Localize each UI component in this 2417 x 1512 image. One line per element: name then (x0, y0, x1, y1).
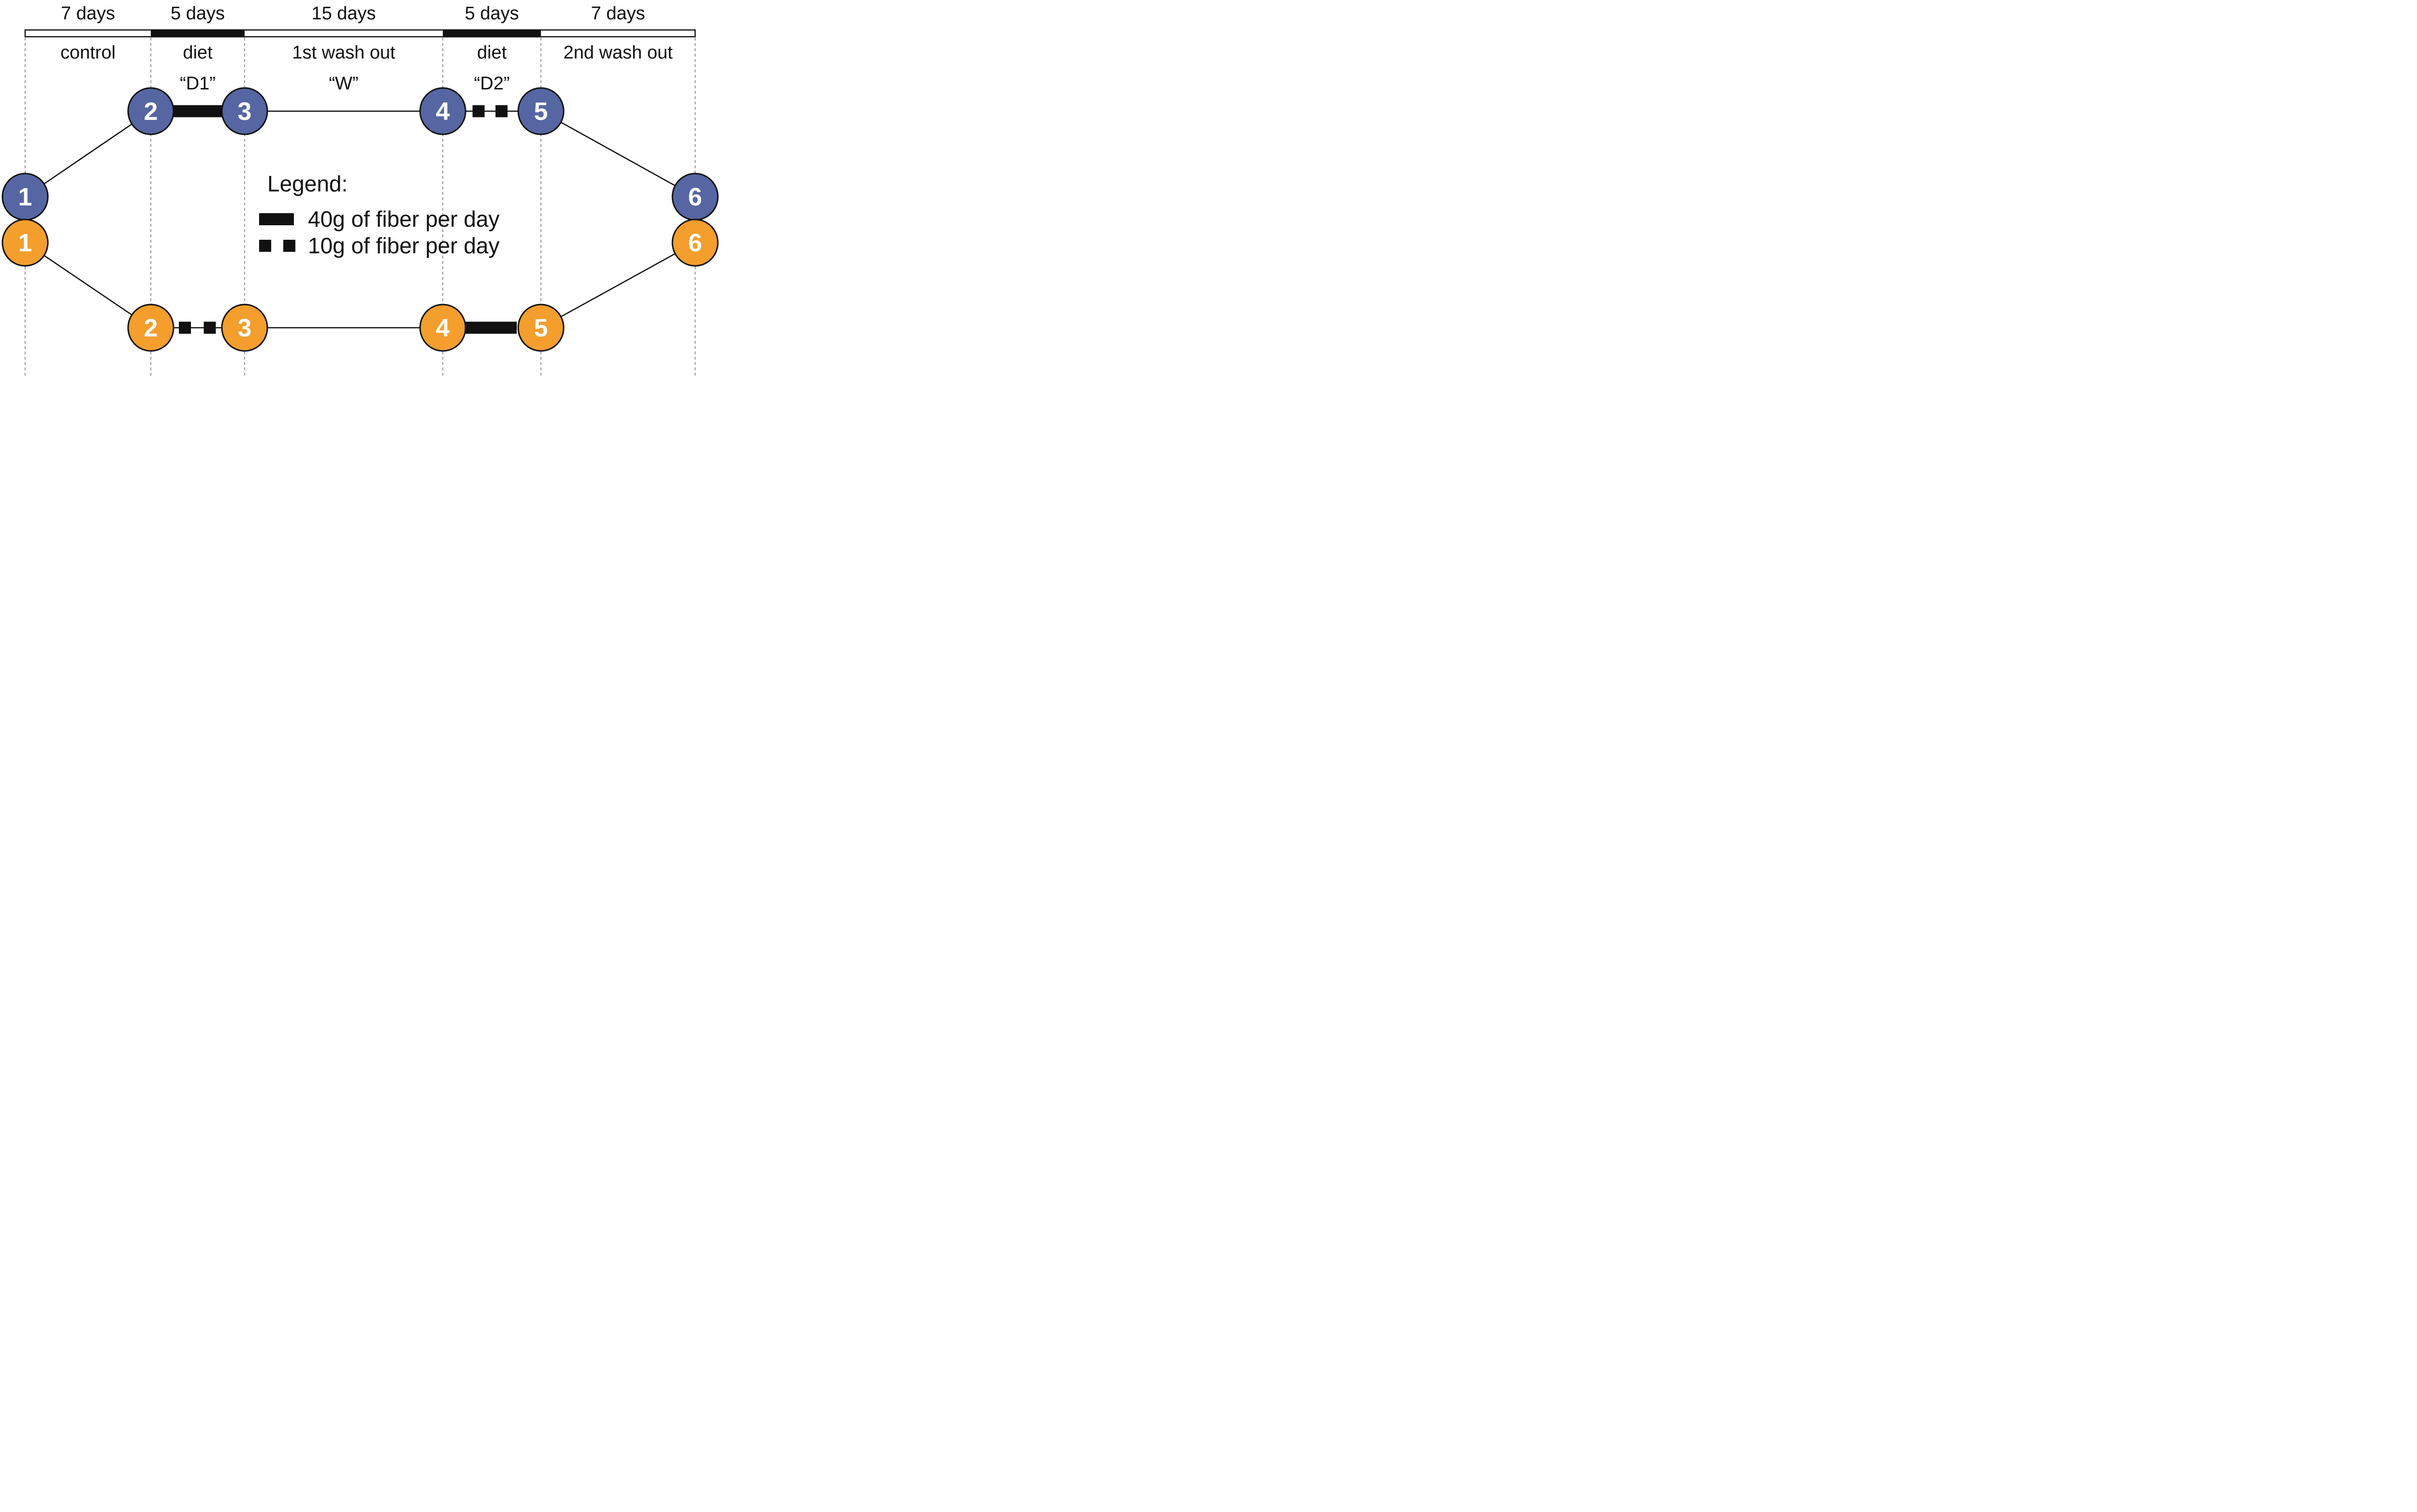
duration-label: 7 days (61, 3, 115, 24)
blue-node-number: 1 (18, 183, 32, 211)
blue-node-number: 4 (436, 98, 450, 126)
orange-node-1 (1, 218, 49, 267)
connectors (25, 110, 696, 329)
diet-segment-2 (443, 29, 541, 38)
duration-label: 5 days (465, 3, 519, 24)
phase-label: control (60, 43, 116, 63)
blue-node-3 (221, 87, 268, 135)
orange-node-number: 6 (688, 229, 702, 257)
blue-node-number: 5 (534, 98, 548, 126)
orange-node-number: 3 (238, 314, 252, 342)
blue-10g-square (472, 105, 485, 117)
phase-labels: control diet 1st wash out diet 2nd wash … (60, 43, 673, 63)
duration-label: 5 days (171, 3, 225, 24)
period-code: “D1” (180, 73, 216, 94)
phase-label: diet (183, 43, 213, 63)
orange-10g-square (204, 321, 216, 334)
duration-labels: 7 days 5 days 15 days 5 days 7 days (61, 3, 645, 24)
blue-10g-square (495, 105, 508, 117)
orange-node-number: 5 (534, 314, 548, 342)
blue-arm-node-numbers: 1 2 3 4 5 6 (18, 98, 702, 211)
orange-40g-thick-bar (466, 321, 517, 334)
dashed-squares-swatch (259, 240, 271, 252)
phase-label: 1st wash out (292, 43, 395, 63)
orange-node-5 (517, 304, 565, 352)
blue-arm-nodes (1, 87, 719, 221)
blue-node-4 (419, 87, 466, 135)
phase-label: 2nd wash out (563, 43, 672, 63)
blue-node-number: 2 (144, 98, 158, 126)
study-design-diagram: 7 days 5 days 15 days 5 days 7 days cont… (0, 0, 720, 378)
blue-node-number: 3 (238, 98, 252, 126)
dashed-squares-swatch (283, 240, 295, 252)
orange-node-number: 4 (436, 314, 450, 342)
orange-node-number: 2 (144, 314, 158, 342)
legend-item-label: 10g of fiber per day (308, 233, 499, 258)
blue-5-6-link (540, 110, 696, 198)
duration-label: 7 days (591, 3, 645, 24)
orange-node-6 (671, 218, 719, 267)
orange-node-number: 1 (18, 229, 32, 257)
blue-node-number: 6 (688, 183, 702, 211)
diet-segment-1 (151, 29, 245, 38)
blue-node-5 (517, 87, 565, 135)
orange-node-4 (419, 304, 466, 352)
legend-item-label: 40g of fiber per day (308, 206, 499, 232)
orange-arm-node-numbers: 1 2 3 4 5 6 (18, 229, 702, 342)
orange-10g-square (179, 321, 191, 334)
orange-dose-marks (179, 321, 517, 334)
blue-node-2 (127, 87, 175, 135)
phase-label: diet (477, 43, 507, 63)
blue-40g-thick-bar (174, 105, 222, 117)
timeline-bar-outline (24, 29, 696, 38)
period-code-labels: “D1” “W” “D2” (180, 73, 510, 94)
thick-bar-swatch (259, 213, 294, 225)
orange-node-3 (221, 304, 268, 352)
orange-5-6-link (540, 242, 696, 329)
orange-node-2 (127, 304, 175, 352)
period-code: “W” (329, 73, 358, 94)
timeline-bar (24, 29, 696, 38)
blue-1-2-link (25, 110, 151, 198)
duration-label: 15 days (311, 3, 376, 24)
legend: Legend: 40g of fiber per day 10g of fibe… (259, 171, 499, 258)
legend-title: Legend: (267, 171, 348, 196)
diagram-svg: 7 days 5 days 15 days 5 days 7 days cont… (1, 3, 719, 378)
orange-1-2-link (25, 242, 151, 329)
orange-arm-nodes (1, 218, 719, 352)
period-code: “D2” (474, 73, 510, 94)
blue-dose-marks (174, 105, 508, 117)
